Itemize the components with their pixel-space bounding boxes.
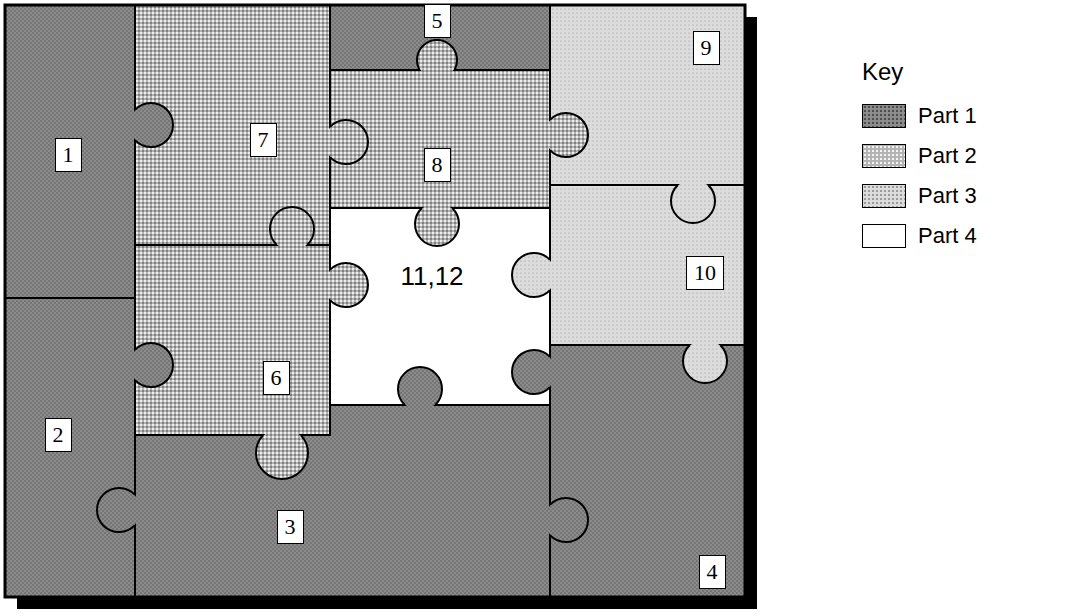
puzzle-knob bbox=[97, 488, 135, 532]
puzzle-knob bbox=[512, 253, 550, 297]
knob-neck bbox=[679, 183, 706, 187]
knob-neck bbox=[133, 111, 137, 138]
legend-entry: Part 1 bbox=[862, 104, 1062, 130]
knob-neck bbox=[265, 433, 300, 437]
legend-text: Part 1 bbox=[918, 103, 977, 129]
knob-neck bbox=[548, 358, 552, 385]
puzzle-piece: 3 bbox=[135, 405, 550, 597]
puzzle-knob bbox=[135, 343, 173, 387]
piece-number: 4 bbox=[699, 555, 726, 589]
frame-ground bbox=[5, 5, 745, 597]
legend-heading: Key bbox=[862, 58, 903, 86]
piece-number: 3 bbox=[277, 510, 304, 544]
knob-neck bbox=[328, 128, 332, 155]
knob-neck bbox=[133, 496, 137, 523]
puzzle-piece-shape bbox=[330, 5, 550, 70]
knob-neck bbox=[423, 206, 450, 210]
piece-number: 11,12 bbox=[400, 261, 463, 291]
puzzle-knob bbox=[270, 207, 314, 245]
knob-neck bbox=[421, 68, 453, 72]
piece-number: 6 bbox=[263, 361, 290, 395]
piece-number: 7 bbox=[250, 123, 277, 157]
legend-swatch bbox=[862, 144, 906, 168]
knob-neck bbox=[406, 403, 433, 407]
puzzle-piece: 5 bbox=[330, 5, 550, 70]
puzzle-piece-shape bbox=[5, 5, 135, 298]
puzzle-piece: 10 bbox=[550, 185, 745, 345]
puzzle-knob bbox=[550, 498, 588, 542]
puzzle-knob bbox=[135, 103, 173, 147]
piece-number: 5 bbox=[424, 4, 451, 38]
puzzle-knob bbox=[417, 40, 457, 70]
legend-entry: Part 4 bbox=[862, 224, 1062, 250]
puzzle-piece-shape bbox=[550, 185, 745, 345]
piece-number: 2 bbox=[45, 418, 72, 452]
puzzle-knob bbox=[550, 113, 588, 157]
puzzle-knob bbox=[330, 263, 368, 307]
puzzle-piece-shape bbox=[550, 345, 745, 597]
puzzle-knob bbox=[415, 208, 459, 246]
legend-text: Part 3 bbox=[918, 183, 977, 209]
legend-entry: Part 2 bbox=[862, 144, 1062, 170]
legend-text: Part 4 bbox=[918, 223, 977, 249]
puzzle-piece: 2 bbox=[5, 298, 135, 597]
legend-swatch bbox=[862, 224, 906, 248]
puzzle-knob bbox=[256, 435, 308, 479]
puzzle-piece: 8 bbox=[330, 70, 550, 208]
legend-entry: Part 3 bbox=[862, 184, 1062, 210]
knob-neck bbox=[691, 343, 718, 347]
puzzle-piece-shape bbox=[330, 70, 550, 208]
puzzle-knob bbox=[398, 367, 442, 405]
puzzle-knob bbox=[671, 185, 715, 223]
knob-neck bbox=[548, 261, 552, 288]
puzzle-piece-shape bbox=[135, 5, 330, 245]
legend-swatch bbox=[862, 104, 906, 128]
puzzle-piece: 1 bbox=[5, 5, 135, 298]
piece-number: 8 bbox=[424, 148, 451, 182]
piece-number: 10 bbox=[686, 256, 724, 290]
puzzle-knob bbox=[512, 350, 550, 394]
knob-neck bbox=[548, 506, 552, 533]
puzzle-knob bbox=[330, 120, 368, 164]
frame-outline bbox=[5, 5, 745, 597]
knob-neck bbox=[328, 271, 332, 298]
piece-number: 1 bbox=[55, 138, 82, 172]
puzzle-piece: 11,12 bbox=[330, 208, 550, 405]
legend-swatch bbox=[862, 184, 906, 208]
knob-neck bbox=[278, 243, 305, 247]
knob-neck bbox=[133, 351, 137, 378]
puzzle-piece-shape bbox=[5, 298, 135, 597]
legend-text: Part 2 bbox=[918, 143, 977, 169]
knob-neck bbox=[548, 121, 552, 148]
piece-number: 9 bbox=[693, 31, 720, 65]
puzzle-piece: 9 bbox=[550, 5, 745, 185]
puzzle-piece: 4 bbox=[550, 345, 745, 597]
puzzle-piece-shape bbox=[330, 208, 550, 405]
puzzle-piece-shape bbox=[135, 245, 330, 435]
puzzle-knob bbox=[683, 345, 727, 383]
puzzle-piece: 6 bbox=[135, 245, 330, 435]
puzzle-piece-shape bbox=[550, 5, 745, 185]
puzzle-piece: 7 bbox=[135, 5, 330, 245]
